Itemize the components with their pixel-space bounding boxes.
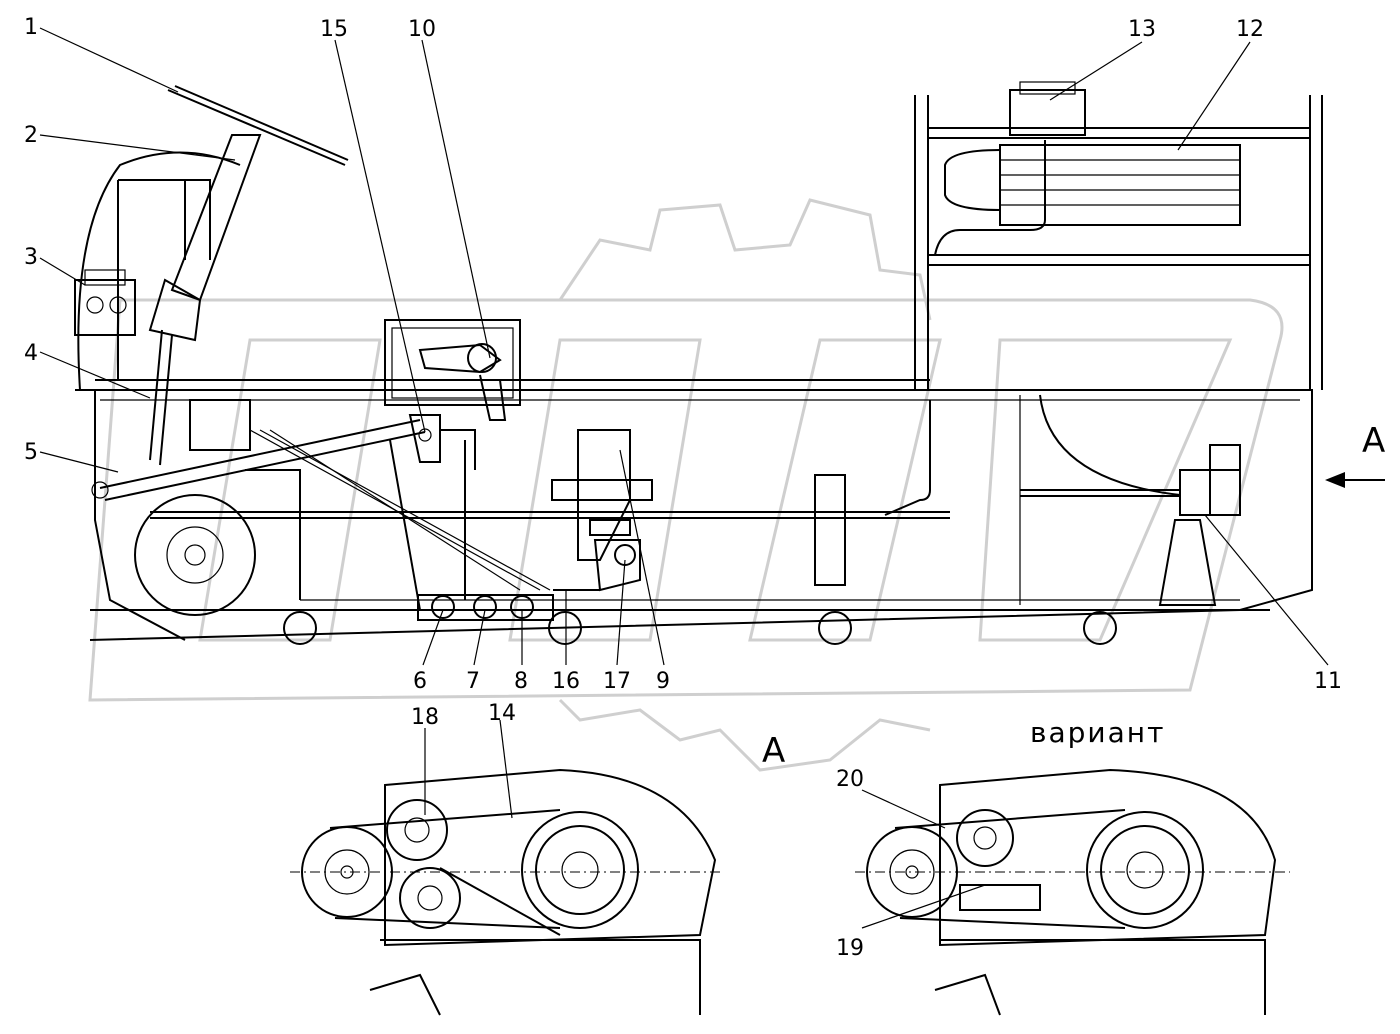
callout-20: 20: [836, 767, 864, 792]
chassis-frame: [75, 379, 1313, 641]
callout-14: 14: [488, 701, 516, 726]
callout-1: 1: [24, 15, 38, 40]
control-rods: [99, 419, 950, 611]
lever-assembly: [408, 414, 476, 470]
detail-view-variant: [855, 768, 1290, 1016]
central-bracket: [551, 429, 653, 561]
callout-5: 5: [24, 440, 38, 465]
callout-11: 11: [1314, 669, 1342, 694]
callout-12: 12: [1236, 17, 1264, 42]
support-rollers: [283, 611, 1117, 645]
view-label-a: A: [1362, 421, 1385, 461]
hydraulic-pump: [884, 394, 1241, 606]
callout-7: 7: [466, 669, 480, 694]
callout-16: 16: [552, 669, 580, 694]
callout-10: 10: [408, 17, 436, 42]
mid-support: [814, 474, 846, 586]
detail-view-a: [290, 768, 720, 1016]
control-box: [384, 319, 521, 421]
tension-arm: [593, 539, 641, 592]
steering-column: [148, 85, 349, 466]
watermark-logo: [88, 198, 1284, 772]
callout-17: 17: [603, 669, 631, 694]
leader-lines: [39, 27, 1329, 929]
callout-8: 8: [514, 669, 528, 694]
brake-valve: [74, 269, 136, 336]
callout-4: 4: [24, 341, 38, 366]
callout-2: 2: [24, 123, 38, 148]
callout-labels: 1 2 3 4 5 6 7 8 9 10 11 12 13 14 15 16 1…: [24, 15, 1385, 961]
radiator-frame: [914, 81, 1323, 390]
variant-label: вариант: [1030, 716, 1165, 749]
callout-18: 18: [411, 705, 439, 730]
callout-9: 9: [656, 669, 670, 694]
callout-3: 3: [24, 245, 38, 270]
callout-6: 6: [413, 669, 427, 694]
lever-bank: [417, 589, 600, 621]
callout-15: 15: [320, 17, 348, 42]
view-arrow: [1325, 472, 1385, 488]
detail-label-a: A: [762, 731, 785, 771]
callout-13: 13: [1128, 17, 1156, 42]
engine-flywheel: [91, 399, 301, 616]
callout-19: 19: [836, 936, 864, 961]
